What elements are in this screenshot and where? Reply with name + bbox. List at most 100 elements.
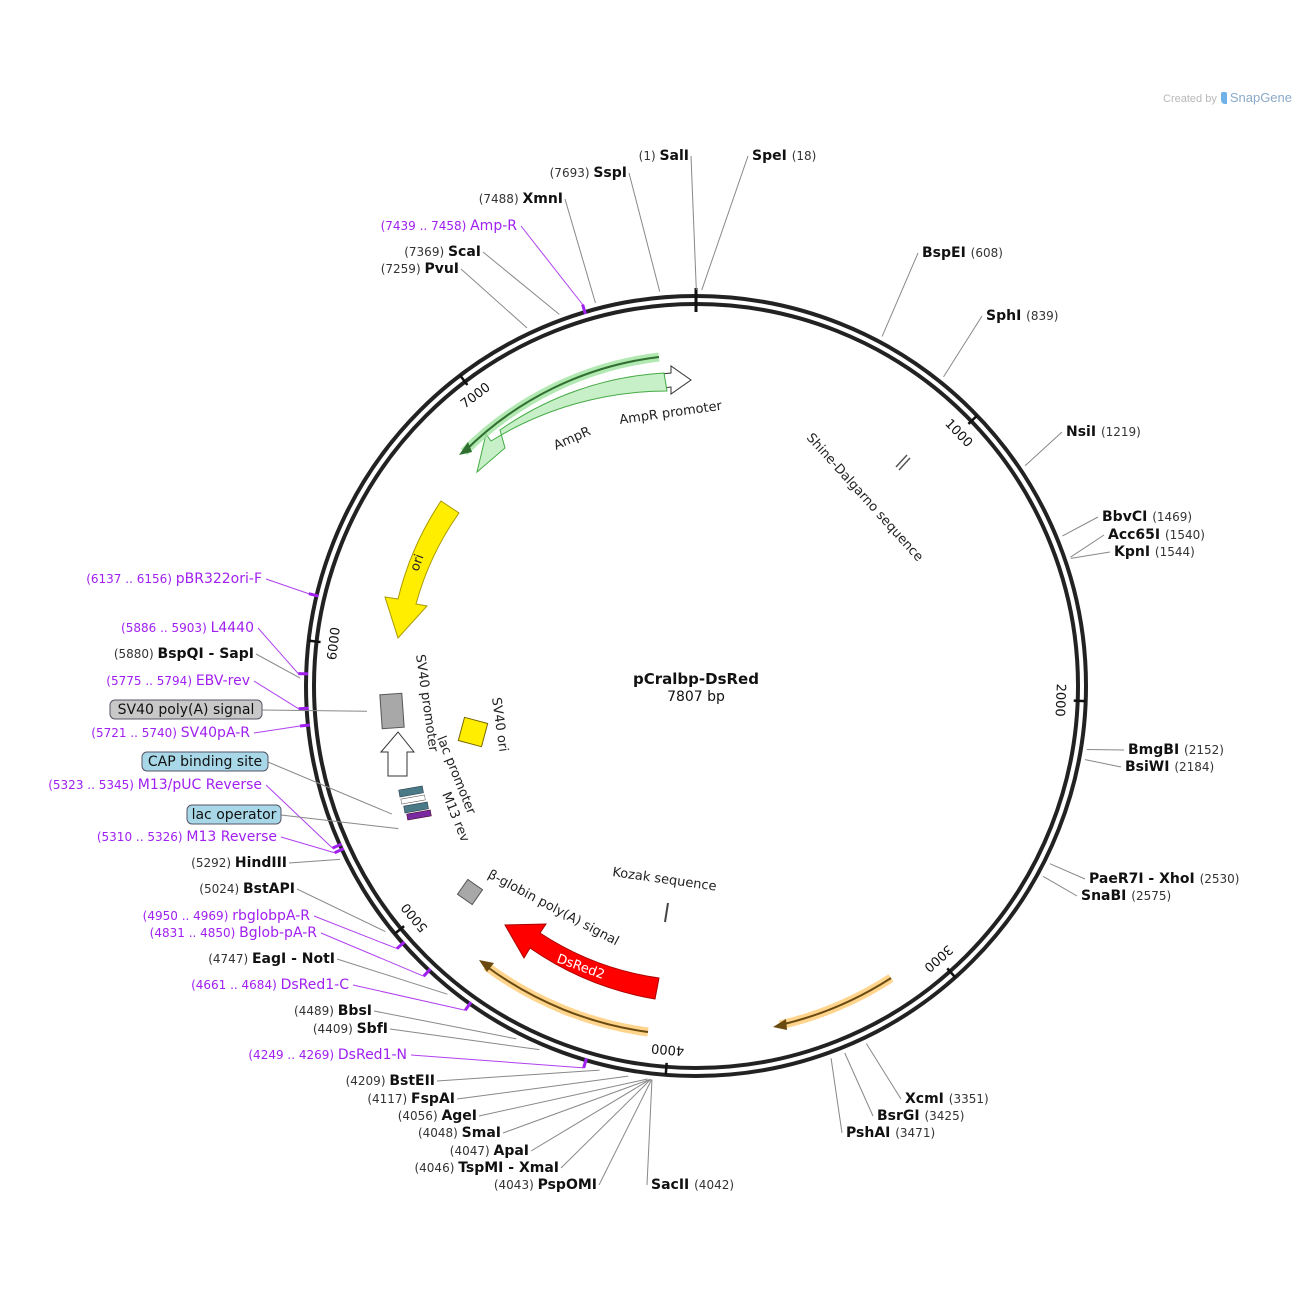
site-position: (3351) — [949, 1092, 989, 1106]
feature-tag-box — [186, 804, 282, 825]
feature-tag-label: SV40 poly(A) signal — [118, 702, 255, 718]
orf-green-head — [459, 442, 472, 455]
primer-mark — [299, 723, 311, 728]
primer-name: DsRed1-N — [338, 1047, 407, 1063]
tick-label: 4000 — [651, 1040, 685, 1058]
site-leader — [598, 1079, 653, 1186]
site-name: SbfI — [357, 1021, 388, 1037]
shine-dalgarno-mark-2 — [898, 457, 911, 471]
feature-tag-label: lac operator — [192, 807, 277, 823]
primer-label: (6137 .. 6156) pBR322ori-F — [86, 571, 262, 587]
tick-mark — [394, 925, 405, 935]
site-label: (4117) FspAI — [367, 1091, 455, 1107]
primer-position: (6137 .. 6156) — [86, 572, 176, 586]
site-position: (4056) — [398, 1109, 442, 1123]
site-leader — [288, 858, 341, 864]
site-name: KpnI — [1114, 544, 1155, 560]
site-position: (5292) — [191, 856, 235, 870]
site-name: SphI — [986, 308, 1026, 324]
primer-leader — [257, 627, 299, 674]
site-name: FspAI — [411, 1091, 455, 1107]
site-leader — [830, 1058, 843, 1134]
sv40-ori-label: SV40 ori — [488, 696, 510, 752]
site-label: (7488) XmnI — [479, 191, 563, 207]
site-position: (1469) — [1152, 510, 1192, 524]
site-name: BmgBI — [1128, 742, 1184, 758]
tick-mark — [946, 967, 957, 979]
primer-mark — [395, 940, 406, 950]
site-position: (18) — [792, 149, 817, 163]
site-name: BsrGI — [877, 1108, 924, 1124]
primer-mark — [464, 1001, 473, 1012]
site-name: EagI - NotI — [252, 951, 335, 967]
primer-mark — [581, 304, 587, 315]
site-position: (4046) — [414, 1161, 458, 1175]
primer-name: L4440 — [211, 620, 254, 636]
orf-orange-head-2 — [773, 1019, 787, 1030]
primer-label: (4249 .. 4269) DsRed1-N — [248, 1047, 407, 1063]
site-position: (4047) — [450, 1144, 494, 1158]
site-label: PshAI (3471) — [846, 1125, 935, 1141]
site-position: (4042) — [694, 1178, 734, 1192]
sv40-polya-box — [379, 692, 405, 730]
site-position: (2575) — [1131, 889, 1171, 903]
primer-mark — [334, 847, 345, 855]
site-label: SacII (4042) — [651, 1177, 734, 1193]
site-name: SacII — [651, 1177, 694, 1193]
site-label: NsiI (1219) — [1066, 424, 1141, 440]
site-leader — [1042, 875, 1078, 897]
site-position: (7369) — [404, 245, 448, 259]
site-name: NsiI — [1066, 424, 1101, 440]
site-leader — [844, 1052, 874, 1117]
site-label: BsiWI (2184) — [1125, 759, 1214, 775]
beta-globin-box — [456, 878, 484, 906]
site-leader — [560, 1079, 652, 1169]
primer-label: (5721 .. 5740) SV40pA-R — [91, 725, 250, 741]
site-leader — [1070, 551, 1111, 559]
primer-leader — [265, 784, 333, 849]
lac-block-4 — [406, 809, 432, 821]
primer-label: (5886 .. 5903) L4440 — [121, 620, 254, 636]
site-label: (4047) ApaI — [450, 1143, 529, 1159]
site-label: BbvCI (1469) — [1102, 509, 1192, 525]
site-position: (4489) — [294, 1004, 338, 1018]
site-position: (3471) — [895, 1126, 935, 1140]
primer-label: (4831 .. 4850) Bglob-pA-R — [150, 925, 318, 941]
site-leader — [389, 1028, 540, 1051]
primer-name: pBR322ori-F — [176, 571, 262, 587]
site-name: ApaI — [493, 1143, 529, 1159]
site-position: (4747) — [208, 952, 252, 966]
site-label: (4046) TspMI - XmaI — [414, 1160, 559, 1176]
site-label: SphI (839) — [986, 308, 1058, 324]
site-name: TspMI - XmaI — [458, 1160, 559, 1176]
site-label: BsrGI (3425) — [877, 1108, 964, 1124]
orf-orange-line — [485, 965, 649, 1033]
primer-leader — [313, 915, 398, 950]
primer-name: Amp-R — [470, 218, 517, 234]
orf-orange-head — [479, 960, 494, 972]
site-label: (4489) BbsI — [294, 1003, 372, 1019]
site-leader — [1024, 431, 1063, 467]
kozak-label: Kozak sequence — [611, 865, 717, 894]
site-label: (4043) PspOMI — [494, 1177, 597, 1193]
site-label: (7369) ScaI — [404, 244, 481, 260]
snapgene-logo-icon — [1220, 92, 1227, 104]
tick-mark — [664, 1062, 668, 1075]
site-leader — [530, 1078, 651, 1152]
site-leader — [478, 1078, 648, 1117]
site-leader — [460, 268, 528, 329]
primer-position: (5886 .. 5903) — [121, 621, 211, 635]
primer-leader — [520, 225, 583, 305]
primer-leader — [265, 578, 310, 595]
feature-tag-label: CAP binding site — [148, 754, 262, 770]
site-name: XmnI — [522, 191, 563, 207]
plasmid-name: pCralbp-DsRed — [633, 670, 759, 688]
site-position: (7693) — [550, 166, 594, 180]
site-leader — [1085, 759, 1122, 768]
site-name: SspI — [593, 165, 627, 181]
ori-arrow — [384, 500, 460, 639]
